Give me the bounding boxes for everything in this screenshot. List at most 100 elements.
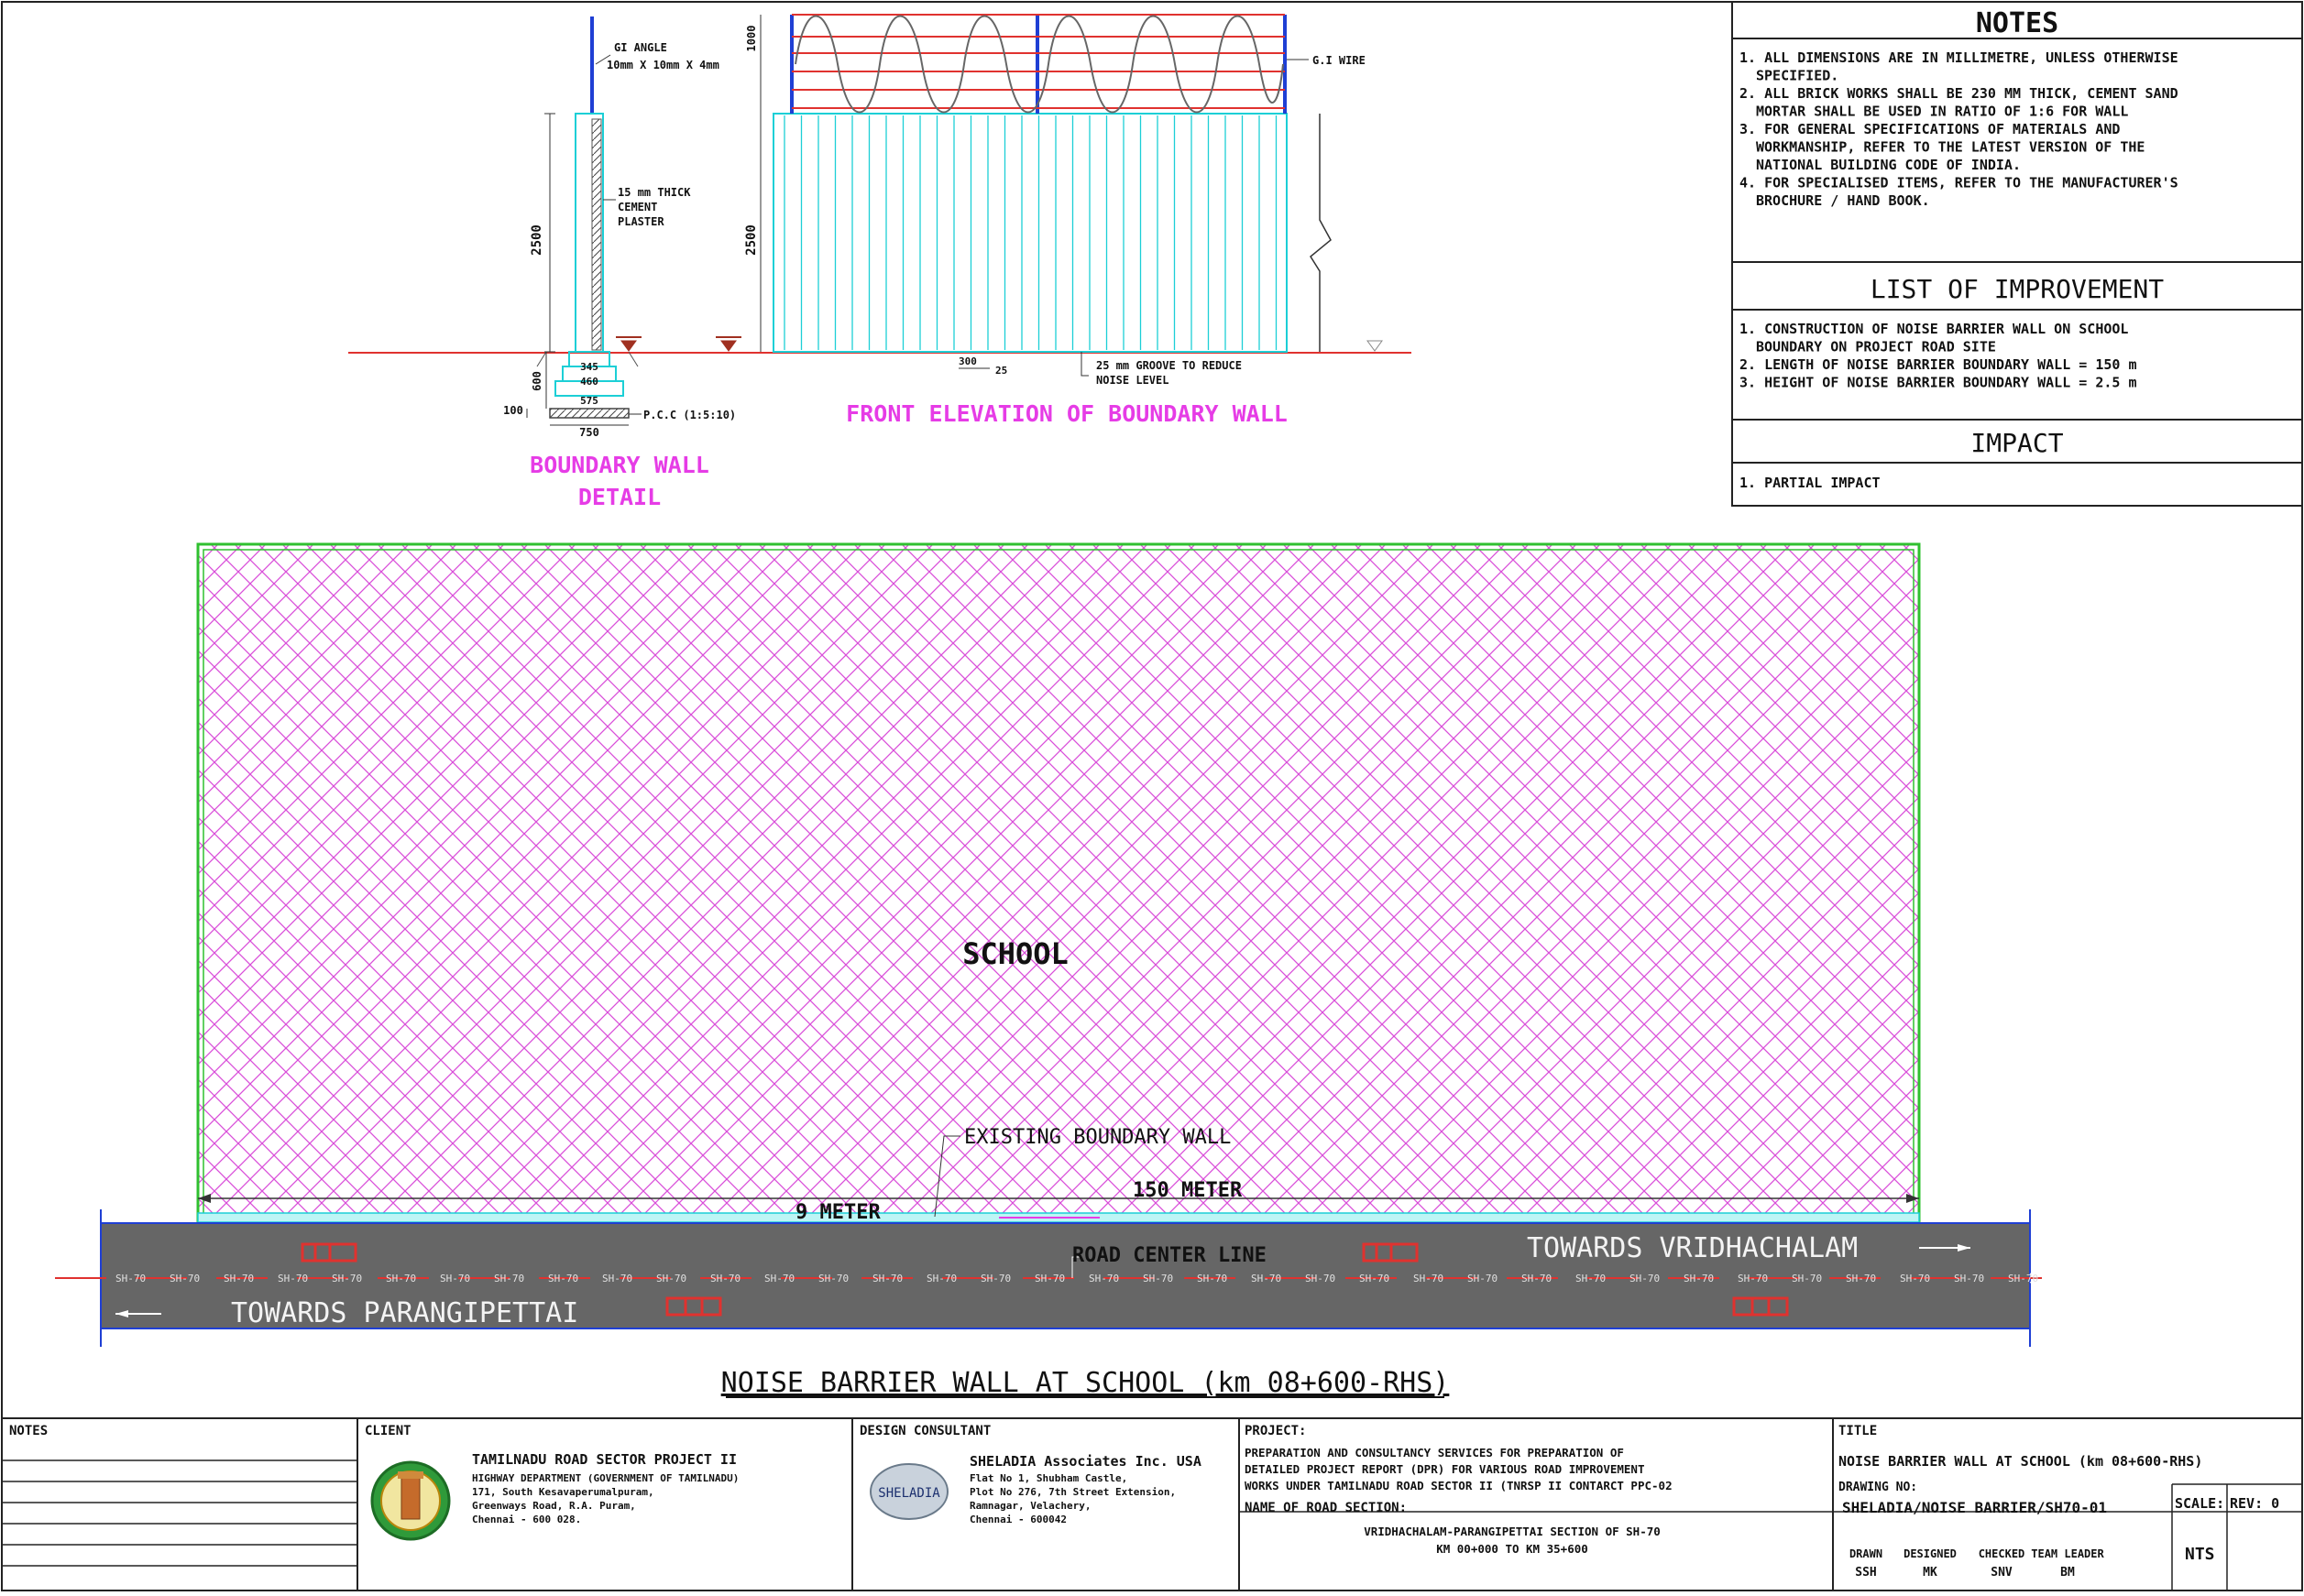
- gi-angle-label: GI ANGLE: [614, 41, 667, 54]
- site-plan: SCHOOL EXISTING BOUNDARY WALL 150 METER …: [196, 542, 1921, 1278]
- offset-dim: 9 METER: [795, 1201, 881, 1224]
- road-code-label: SH-70: [1629, 1273, 1660, 1284]
- road-code-label: SH-70: [872, 1273, 903, 1284]
- road-code-label: SH-70: [710, 1273, 741, 1284]
- detail-title-1: BOUNDARY WALL: [530, 452, 709, 478]
- tb-title: NOISE BARRIER WALL AT SCHOOL (km 08+600-…: [1838, 1453, 2202, 1470]
- traffic-marker-2: [1362, 1242, 1419, 1263]
- groove-label-2: NOISE LEVEL: [1096, 374, 1168, 387]
- sign-head: DRAWN: [1849, 1547, 1882, 1560]
- road-code-label: SH-70: [2008, 1273, 2038, 1284]
- road-section-line: VRIDHACHALAM-PARANGIPETTAI SECTION OF SH…: [1364, 1525, 1661, 1538]
- project-line: WORKS UNDER TAMILNADU ROAD SECTOR II (TN…: [1245, 1479, 1673, 1492]
- gi-wire-coil: [795, 15, 1284, 114]
- road-code-label: SH-70: [1359, 1273, 1389, 1284]
- note-line: MORTAR SHALL BE USED IN RATIO OF 1:6 FOR…: [1756, 104, 2128, 120]
- road-code-label: SH-70: [332, 1273, 362, 1284]
- sign-value: MK: [1923, 1566, 1937, 1580]
- road-code-label: SH-70: [927, 1273, 957, 1284]
- consultant-line: Flat No 1, Shubham Castle,: [970, 1472, 1127, 1484]
- detail-345-dim: 345: [580, 361, 598, 373]
- elev-300-dim: 300: [959, 355, 977, 367]
- tb-title-label: TITLE: [1838, 1424, 1877, 1438]
- note-line: 4. FOR SPECIALISED ITEMS, REFER TO THE M…: [1739, 175, 2178, 191]
- detail-600-dim: 600: [531, 371, 543, 391]
- note-line: 3. FOR GENERAL SPECIFICATIONS OF MATERIA…: [1739, 121, 2120, 137]
- road-code-label: SH-70: [1684, 1273, 1714, 1284]
- road-code-label: SH-70: [656, 1273, 686, 1284]
- client-line: HIGHWAY DEPARTMENT (GOVERNMENT OF TAMILN…: [472, 1472, 739, 1484]
- impact-title: IMPACT: [1970, 428, 2063, 458]
- consultant-line: Chennai - 600042: [970, 1514, 1067, 1525]
- tn-emblem: [370, 1460, 451, 1541]
- road-code-label: SH-70: [115, 1273, 146, 1284]
- consultant-line: Ramnagar, Velachery,: [970, 1500, 1091, 1512]
- note-line: 2. ALL BRICK WORKS SHALL BE 230 MM THICK…: [1739, 85, 2178, 102]
- road-code-label: SH-70: [1413, 1273, 1443, 1284]
- road: SH-70 SH-70 SH-70 SH-70 SH-70 SH-70 SH-70 SH-70…: [55, 1209, 2062, 1347]
- sign-value: BM: [2060, 1566, 2075, 1580]
- road-code-label: SH-70: [818, 1273, 849, 1284]
- detail-750-dim: 750: [579, 426, 599, 439]
- improvement-title: LIST OF IMPROVEMENT: [1871, 274, 2164, 304]
- road-code-label: SH-70: [764, 1273, 795, 1284]
- project-line: PREPARATION AND CONSULTANCY SERVICES FOR…: [1245, 1446, 1624, 1459]
- detail-100-dim: 100: [503, 404, 523, 417]
- note-line: WORKMANSHIP, REFER TO THE LATEST VERSION…: [1756, 139, 2145, 156]
- school-label: SCHOOL: [962, 936, 1069, 971]
- sheladia-logo: SHELADIA: [870, 1463, 949, 1520]
- notes-title: NOTES: [1976, 7, 2058, 39]
- road-code-label: SH-70: [278, 1273, 308, 1284]
- groove-label-1: 25 mm GROOVE TO REDUCE: [1096, 359, 1242, 372]
- boundary-wall-detail: 2500 600 100 345 460 575 750 GI ANGLE 10…: [348, 16, 1411, 510]
- detail-575-dim: 575: [580, 395, 598, 407]
- road-code-label: SH-70: [1738, 1273, 1768, 1284]
- title-block: NOTES CLIENT TAMILNADU ROAD SECTOR PROJE…: [1, 1417, 2303, 1591]
- road-code-label: SH-70: [386, 1273, 416, 1284]
- road-code-label: SH-70: [1035, 1273, 1065, 1284]
- sign-value: SSH: [1855, 1566, 1876, 1580]
- tb-client-label: CLIENT: [365, 1424, 411, 1438]
- client-line: Greenways Road, R.A. Puram,: [472, 1500, 636, 1512]
- road-code-label: SH-70: [1900, 1273, 1930, 1284]
- tb-road-section-label: NAME OF ROAD SECTION:: [1245, 1501, 1407, 1515]
- road-code-label: SH-70: [224, 1273, 254, 1284]
- traffic-marker-4: [1732, 1296, 1789, 1317]
- note-line: SPECIFIED.: [1756, 68, 1838, 84]
- detail-460-dim: 460: [580, 376, 598, 388]
- road-code-label: SH-70: [1846, 1273, 1876, 1284]
- note-line: NATIONAL BUILDING CODE OF INDIA.: [1756, 157, 2021, 173]
- road-code-label: SH-70: [1521, 1273, 1552, 1284]
- direction-right-label: TOWARDS VRIDHACHALAM: [1527, 1232, 1858, 1264]
- road-code-label: SH-70: [1467, 1273, 1498, 1284]
- road-code-label: SH-70: [440, 1273, 470, 1284]
- svg-text:SHELADIA: SHELADIA: [878, 1486, 940, 1501]
- road-code-label: SH-70: [1575, 1273, 1606, 1284]
- road-code-label: SH-70: [981, 1273, 1011, 1284]
- consultant-line: Plot No 276, 7th Street Extension,: [970, 1486, 1176, 1498]
- improvement-line: 3. HEIGHT OF NOISE BARRIER BOUNDARY WALL…: [1739, 375, 2136, 391]
- main-title: NOISE BARRIER WALL AT SCHOOL (km 08+600-…: [721, 1367, 1450, 1399]
- improvement-line: BOUNDARY ON PROJECT ROAD SITE: [1756, 339, 1996, 355]
- road-code-label: SH-70: [548, 1273, 578, 1284]
- elev-1000-dim: 1000: [745, 26, 758, 52]
- road-code-label: SH-70: [1792, 1273, 1822, 1284]
- road-section-line: KM 00+000 TO KM 35+600: [1436, 1542, 1588, 1556]
- pcc-bed: [549, 408, 630, 419]
- detail-title-2: DETAIL: [578, 484, 661, 510]
- pcc-label: P.C.C (1:5:10): [643, 409, 736, 421]
- gi-angle-size: 10mm X 10mm X 4mm: [607, 59, 719, 71]
- plaster-label-3: PLASTER: [618, 215, 664, 228]
- road-code-label: SH-70: [1251, 1273, 1281, 1284]
- school-plot: [196, 542, 1921, 1224]
- road-code-label: SH-70: [1954, 1273, 1984, 1284]
- tb-notes-label: NOTES: [9, 1424, 48, 1438]
- sign-head: DESIGNED: [1904, 1547, 1957, 1560]
- tb-project-label: PROJECT:: [1245, 1424, 1306, 1438]
- tb-drawing-no-label: DRAWING NO:: [1838, 1481, 1917, 1494]
- improvement-line: 2. LENGTH OF NOISE BARRIER BOUNDARY WALL…: [1739, 356, 2136, 373]
- center-line-label: ROAD CENTER LINE: [1072, 1244, 1267, 1267]
- gi-wire-label: G.I WIRE: [1312, 54, 1366, 67]
- tb-consultant-label: DESIGN CONSULTANT: [860, 1424, 991, 1438]
